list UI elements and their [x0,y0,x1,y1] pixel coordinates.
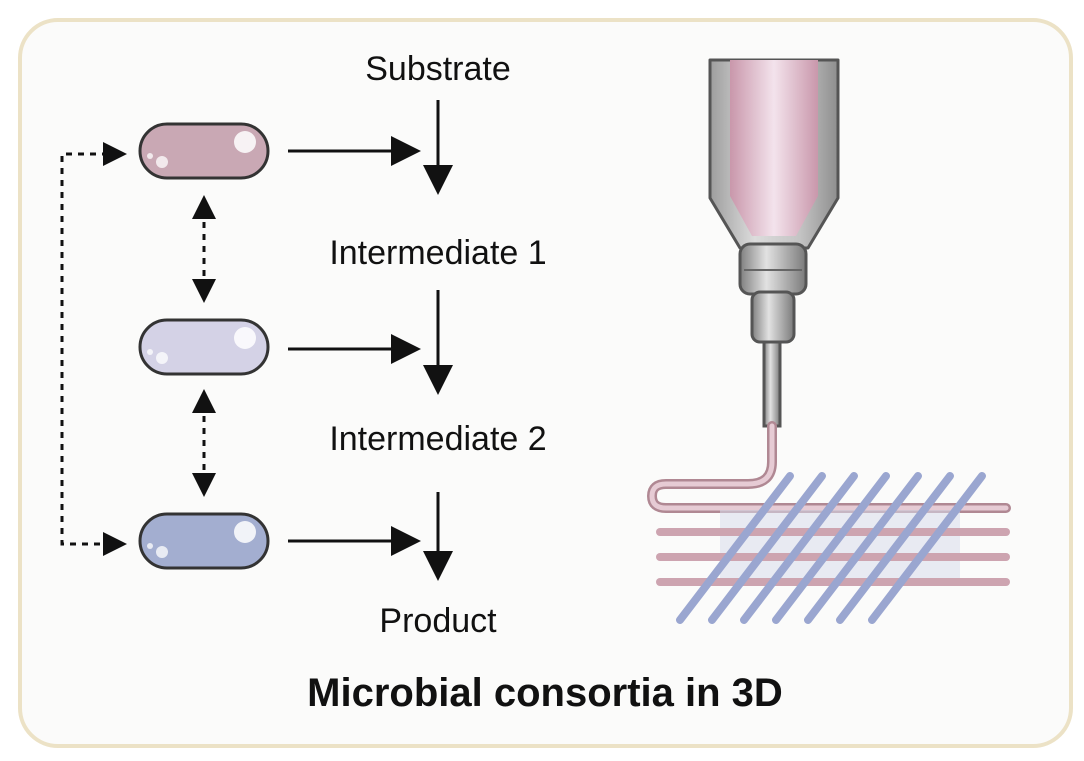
blue-filament-6 [836,472,954,624]
blue-filament-2 [708,472,826,624]
microbe-1-3-interaction-arrow [60,142,127,556]
blue-filament-7 [868,472,986,624]
microbe-1-highlight-small [156,156,168,168]
microbe-2 [138,318,270,376]
blue-filament-5 [804,472,922,624]
microbe-2-highlight [234,327,256,349]
blue-filament-4 [772,472,890,624]
extruded-filament-core [649,423,1009,511]
needle-collar [750,290,796,344]
bioprinter-nozzle [647,58,1011,513]
microbe-1-highlight-tiny [147,153,153,159]
substrate-label: Substrate [365,50,511,88]
intermediate-1-label: Intermediate 1 [329,234,546,272]
microbe-3-highlight [234,521,256,543]
microbe-3 [138,512,270,570]
diagram-title: Microbial consortia in 3D [307,671,783,715]
pathway: Substrate Intermediate 1 Intermediate 2 … [329,50,546,640]
microbe-3-highlight-tiny [147,543,153,549]
blue-filament-1 [676,472,794,624]
microbe-3-highlight-small [156,546,168,558]
microbe-2-highlight-small [156,352,168,364]
product-label: Product [379,602,497,640]
bioink-reservoir [730,60,818,236]
microbe-1 [138,122,270,180]
blue-filament-3 [740,472,858,624]
intermediate-2-label: Intermediate 2 [329,420,546,458]
needle [762,340,782,428]
microbe-1-highlight [234,131,256,153]
microbe-2-highlight-tiny [147,349,153,355]
printed-lattice [656,472,1010,624]
